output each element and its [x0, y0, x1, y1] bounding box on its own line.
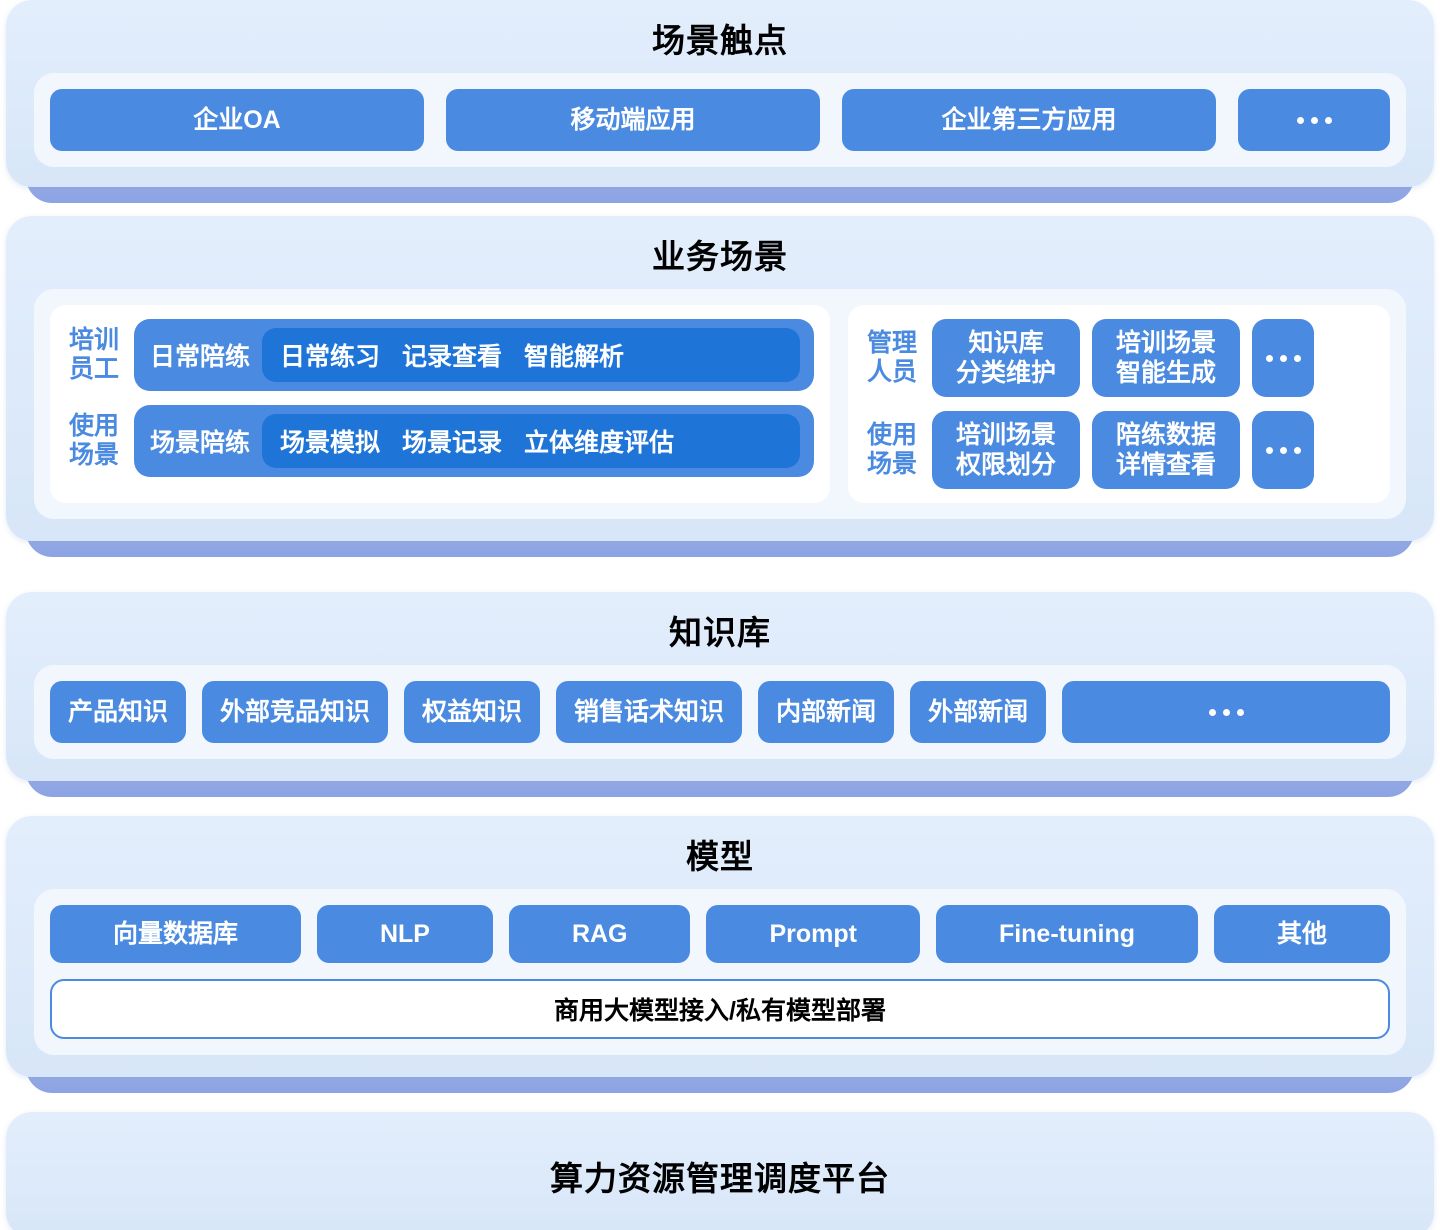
section-title-model: 模型: [686, 838, 754, 875]
model-item-prompt[interactable]: Prompt: [706, 905, 920, 964]
row-label-training-staff: 培训 员工: [68, 325, 119, 384]
ellipsis-dots-icon: [1265, 446, 1301, 454]
section-title-knowledge-base: 知识库: [669, 614, 771, 651]
usage-item-training-scenario-permission[interactable]: 培训场景 权限划分: [932, 411, 1080, 490]
business-row-training-staff: 培训 员工 日常陪练 日常练习 记录查看 智能解析: [66, 319, 814, 392]
admin-item-more-ellipsis-icon[interactable]: [1252, 319, 1314, 398]
section-compute-platform: 算力资源管理调度平台: [0, 1112, 1440, 1230]
knowledge-base-panel: 产品知识 外部竞品知识 权益知识 销售话术知识 内部新闻 外部新闻: [34, 665, 1406, 760]
row-label-admin-staff: 管理 人员: [866, 328, 917, 387]
touchpoint-item-more-ellipsis-icon[interactable]: [1238, 89, 1390, 152]
touchpoint-item-third-party-app[interactable]: 企业第三方应用: [842, 89, 1216, 152]
kb-item-external-news[interactable]: 外部新闻: [910, 681, 1047, 744]
section-model: 模型 向量数据库 NLP RAG Prompt Fine-tuning 其他 商…: [0, 816, 1440, 1094]
ellipsis-dots-icon: [1265, 354, 1301, 362]
touchpoints-panel: 企业OA 移动端应用 企业第三方应用: [34, 73, 1406, 168]
row-label-usage-scenario-right: 使用 场景: [866, 420, 917, 479]
model-item-nlp[interactable]: NLP: [316, 905, 493, 964]
section-card-model: 模型 向量数据库 NLP RAG Prompt Fine-tuning 其他 商…: [6, 816, 1434, 1078]
business-row-usage-scenario-left: 使用 场景 场景陪练 场景模拟 场景记录 立体维度评估: [66, 405, 814, 478]
business-right-group: 管理 人员 知识库 分类维护 培训场景 智能生成 使用 场景 培训场景 权限划分…: [848, 305, 1390, 504]
tag-record-view[interactable]: 记录查看: [402, 343, 503, 372]
business-scenario-columns: 培训 员工 日常陪练 日常练习 记录查看 智能解析: [50, 305, 1390, 504]
section-card-knowledge-base: 知识库 产品知识 外部竞品知识 权益知识 销售话术知识 内部新闻 外部新闻: [6, 592, 1434, 782]
model-item-fine-tuning[interactable]: Fine-tuning: [935, 905, 1198, 964]
model-panel: 向量数据库 NLP RAG Prompt Fine-tuning 其他 商用大模…: [34, 889, 1406, 1056]
tag-multidimensional-evaluation[interactable]: 立体维度评估: [524, 429, 675, 458]
combo-inner-scenario-coaching: 场景模拟 场景记录 立体维度评估: [262, 414, 800, 469]
usage-item-more-ellipsis-icon[interactable]: [1252, 411, 1314, 490]
tag-daily-practice[interactable]: 日常练习: [280, 343, 381, 372]
touchpoints-row: 企业OA 移动端应用 企业第三方应用: [50, 89, 1390, 152]
admin-item-training-scenario-generation[interactable]: 培训场景 智能生成: [1092, 319, 1240, 398]
admin-item-kb-category-maintenance[interactable]: 知识库 分类维护: [932, 319, 1080, 398]
business-scenario-panel: 培训 员工 日常陪练 日常练习 记录查看 智能解析: [34, 289, 1406, 520]
combo-scenario-coaching[interactable]: 场景陪练 场景模拟 场景记录 立体维度评估: [134, 405, 814, 478]
kb-item-external-competitor-knowledge[interactable]: 外部竞品知识: [202, 681, 389, 744]
touchpoint-item-mobile-app[interactable]: 移动端应用: [446, 89, 820, 152]
tag-smart-analysis[interactable]: 智能解析: [524, 343, 625, 372]
ellipsis-dots-icon: [1208, 708, 1244, 716]
usage-item-coaching-data-detail[interactable]: 陪练数据 详情查看: [1092, 411, 1240, 490]
kb-item-more-ellipsis-icon[interactable]: [1062, 681, 1390, 744]
business-row-admin-staff: 管理 人员 知识库 分类维护 培训场景 智能生成: [864, 319, 1374, 398]
section-title-touchpoints: 场景触点: [652, 22, 788, 59]
section-card-touchpoints: 场景触点 企业OA 移动端应用 企业第三方应用: [6, 0, 1434, 188]
model-item-vector-database[interactable]: 向量数据库: [50, 905, 301, 964]
section-touchpoints: 场景触点 企业OA 移动端应用 企业第三方应用: [0, 0, 1440, 204]
row-label-usage-scenario-left: 使用 场景: [68, 411, 119, 470]
model-item-rag[interactable]: RAG: [508, 905, 691, 964]
kb-item-product-knowledge[interactable]: 产品知识: [50, 681, 187, 744]
section-card-business-scenario: 业务场景 培训 员工 日常陪练 日常练习 记录查看 智能解析: [6, 216, 1434, 542]
section-title-compute-platform: 算力资源管理调度平台: [550, 1160, 890, 1197]
model-deployment-bar[interactable]: 商用大模型接入/私有模型部署: [50, 979, 1390, 1040]
tag-scenario-record[interactable]: 场景记录: [402, 429, 503, 458]
ellipsis-dots-icon: [1296, 116, 1332, 124]
model-item-other[interactable]: 其他: [1214, 905, 1390, 964]
touchpoint-item-enterprise-oa[interactable]: 企业OA: [50, 89, 424, 152]
combo-head-scenario-coaching: 场景陪练: [150, 429, 251, 458]
model-row: 向量数据库 NLP RAG Prompt Fine-tuning 其他: [50, 905, 1390, 964]
section-business-scenario: 业务场景 培训 员工 日常陪练 日常练习 记录查看 智能解析: [0, 216, 1440, 558]
knowledge-base-row: 产品知识 外部竞品知识 权益知识 销售话术知识 内部新闻 外部新闻: [50, 681, 1390, 744]
kb-item-internal-news[interactable]: 内部新闻: [758, 681, 895, 744]
kb-item-sales-script-knowledge[interactable]: 销售话术知识: [556, 681, 743, 744]
tag-scenario-simulation[interactable]: 场景模拟: [280, 429, 381, 458]
kb-item-benefits-knowledge[interactable]: 权益知识: [404, 681, 541, 744]
section-knowledge-base: 知识库 产品知识 外部竞品知识 权益知识 销售话术知识 内部新闻 外部新闻: [0, 592, 1440, 798]
section-card-compute-platform: 算力资源管理调度平台: [6, 1112, 1434, 1230]
business-row-usage-scenario-right: 使用 场景 培训场景 权限划分 陪练数据 详情查看: [864, 411, 1374, 490]
combo-inner-daily-coaching: 日常练习 记录查看 智能解析: [262, 328, 800, 383]
business-left-group: 培训 员工 日常陪练 日常练习 记录查看 智能解析: [50, 305, 830, 504]
combo-daily-coaching[interactable]: 日常陪练 日常练习 记录查看 智能解析: [134, 319, 814, 392]
section-title-business-scenario: 业务场景: [652, 238, 788, 275]
combo-head-daily-coaching: 日常陪练: [150, 343, 251, 372]
